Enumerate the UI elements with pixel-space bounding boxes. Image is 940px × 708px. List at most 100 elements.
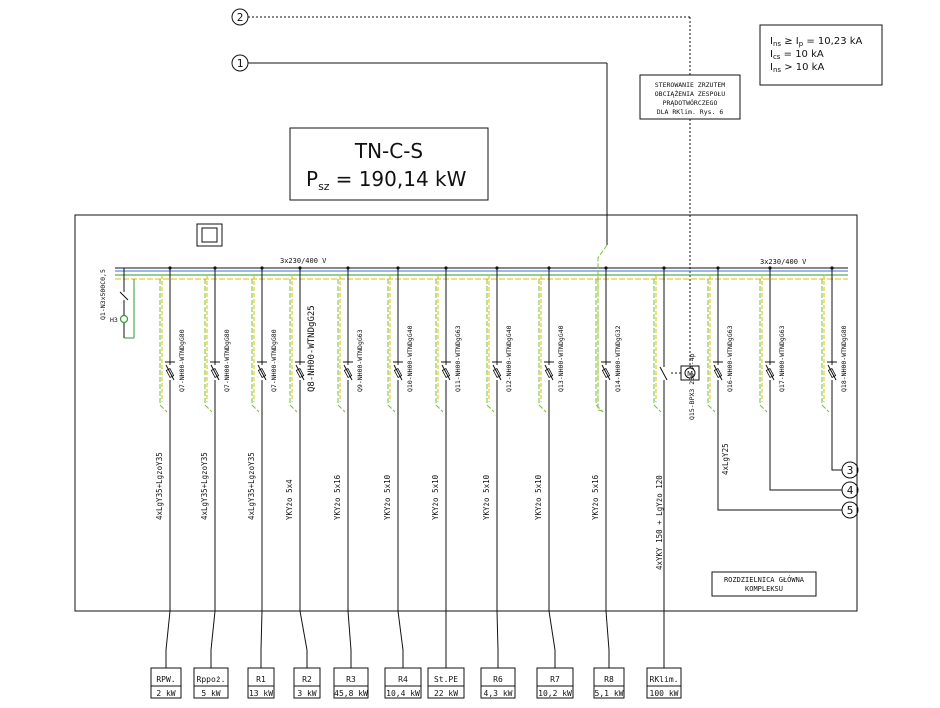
destination-3-power: 13 kW xyxy=(249,689,273,698)
reference-3: 3 xyxy=(841,461,859,479)
destination-10-power: 5,1 kW xyxy=(595,689,624,698)
branch-3-cable-label: 4xLgY35+LgzoY35 xyxy=(247,452,256,520)
branch-3-switch-label: Q7-NH00-WTNDgG80 xyxy=(270,329,278,392)
branch-2: Q7-NH00-WTNDgG80 4xLgY35+LgzoY35 xyxy=(200,266,231,668)
branch-9-switch-label: Q13-NH00-WTNDgG40 xyxy=(557,325,565,392)
branch-12-cable-label: 4xLgY25 xyxy=(721,443,730,475)
branch-4-cable-label: YKYżo 5x4 xyxy=(285,479,294,520)
info-line-1: Ins ≥ Ip = 10,23 kA xyxy=(770,36,863,48)
branch-1-cable-label: 4xLgY35+LgzoY35 xyxy=(155,452,164,520)
branch-9-cable-label: YKYżo 5x10 xyxy=(534,474,543,520)
fuse-switch-icon xyxy=(544,361,554,381)
branch-11-cable-label: 4xYKY 150 + LgYżo 120 xyxy=(655,475,664,570)
fuse-switch-icon xyxy=(441,361,451,381)
title-box: TN-C-S Psz= 190,14 kW xyxy=(289,127,489,201)
branch-12-switch-label: Q16-NH00-WTNDgG63 xyxy=(726,325,734,392)
branch-2-cable-label: 4xLgY35+LgzoY35 xyxy=(200,452,209,520)
branch-3: Q7-NH00-WTNDgG80 4xLgY35+LgzoY35 xyxy=(247,266,278,668)
destination-2-name: Rppoż. xyxy=(197,675,226,684)
destination-4-power: 3 kW xyxy=(297,689,316,698)
branch-8-cable-label: YKYżo 5x10 xyxy=(482,474,491,520)
busbars xyxy=(115,267,848,280)
branch-10-switch-label: Q14-NH00-WTNDgG32 xyxy=(614,325,622,392)
destination-9-name: R7 xyxy=(550,675,560,684)
reference-1: 1 xyxy=(231,54,249,72)
branch-5-switch-label: Q9-NH00-WTNDgG63 xyxy=(356,329,364,392)
fuse-switch-icon xyxy=(257,361,267,381)
fuse-switch-icon xyxy=(765,361,775,381)
branch-1: Q7-NH00-WTNDgG80 4xLgY35+LgzoY35 xyxy=(155,266,186,668)
destination-2: Rppoż.5 kW xyxy=(193,667,229,699)
control-note-line-4: DLA RKlim. Rys. 6 xyxy=(657,108,724,116)
control-note-line-3: PRĄDOTWÓRCZEGO xyxy=(663,98,718,107)
destination-11-name: RKlim. xyxy=(650,675,679,684)
destination-1-power: 2 kW xyxy=(156,689,175,698)
reference-4-label: 4 xyxy=(847,484,854,497)
branch-4-switch-label: Q8-NH00-WTNDgG25 xyxy=(307,305,317,392)
lamp-icon xyxy=(119,314,129,324)
branch-6-cable-label: YKYżo 5x10 xyxy=(383,474,392,520)
branch-12: Q16-NH00-WTNDgG63 4xLgY25 xyxy=(707,266,842,511)
network-type: TN-C-S xyxy=(354,139,423,163)
fuse-switch-icon xyxy=(210,361,220,381)
control-note-line-1: STEROWANIE ZRZUTEM xyxy=(655,81,726,89)
control-note: STEROWANIE ZRZUTEM OBCIĄŻENIA ZESPOŁU PR… xyxy=(639,74,741,120)
fuse-switch-icon xyxy=(393,361,403,381)
branch-13-switch-label: Q17-NH00-WTNDgG63 xyxy=(778,325,786,392)
fuse-switch-icon xyxy=(343,361,353,381)
destination-10: R8 5,1 kW xyxy=(593,667,625,699)
destination-6-name: R4 xyxy=(398,675,408,684)
branch-11-switch-label: Q15-BPX3 250 A-4p xyxy=(688,353,696,420)
lamp-label: H3 xyxy=(110,316,118,324)
branch-1-switch-label: Q7-NH00-WTNDgG80 xyxy=(178,329,186,392)
branch-14: Q18-NH00-WTNDgG80 xyxy=(821,266,848,471)
destination-3-name: R1 xyxy=(256,675,266,684)
branch-13: Q17-NH00-WTNDgG63 xyxy=(759,266,842,491)
bus-label-right: 3x230/400 V xyxy=(760,258,807,266)
reference-5: 5 xyxy=(841,501,859,519)
branch-7-switch-label: Q11-NH00-WTNDgG63 xyxy=(454,325,462,392)
branch-7-cable-label: YKYżo 5x10 xyxy=(431,474,440,520)
fuse-switch-icon xyxy=(713,361,723,381)
branches: Q7-NH00-WTNDgG804xLgY35+LgzoY35Q7-NH00-W… xyxy=(155,244,848,668)
motor-drive-icon: M xyxy=(680,365,700,381)
fuse-switch-icon xyxy=(492,361,502,381)
bus-label-left: 3x230/400 V xyxy=(280,257,327,265)
enclosure-symbol xyxy=(196,223,223,247)
destination-5-name: R3 xyxy=(346,675,356,684)
fuse-switch-icon xyxy=(827,361,837,381)
left-switch-group: H3 Q1-N3x500C0,5 xyxy=(99,268,135,339)
fuse-switch-icon xyxy=(165,361,175,381)
destination-10-name: R8 xyxy=(604,675,614,684)
branch-14-switch-label: Q18-NH00-WTNDgG80 xyxy=(840,325,848,392)
destination-11-power: 100 kW xyxy=(650,689,679,698)
branch-5-cable-label: YKYżo 5x16 xyxy=(333,474,342,520)
destination-7-power: 22 kW xyxy=(434,689,458,698)
destination-8-name: R6 xyxy=(493,675,503,684)
reference-2: 2 xyxy=(231,8,249,26)
reference-1-label: 1 xyxy=(237,57,244,70)
reference-4: 4 xyxy=(841,481,859,499)
fuse-switch-icon xyxy=(295,361,305,381)
power-rating: Psz= 190,14 kW xyxy=(306,167,467,193)
info-line-2: Ics = 10 kA xyxy=(770,49,824,61)
destination-8: R64,3 kW xyxy=(480,667,516,699)
branch-2-switch-label: Q7-NH00-WTNDgG80 xyxy=(223,329,231,392)
reference-3-label: 3 xyxy=(847,464,854,477)
short-circuit-info-box: Ins ≥ Ip = 10,23 kA Ics = 10 kA Ins > 10… xyxy=(759,24,883,86)
board-name-line-2: KOMPLEKSU xyxy=(745,585,783,593)
destination-1: RPW.2 kW xyxy=(150,667,182,699)
destination-3: R1 13 kW xyxy=(247,667,275,699)
svg-text:M: M xyxy=(687,370,693,378)
